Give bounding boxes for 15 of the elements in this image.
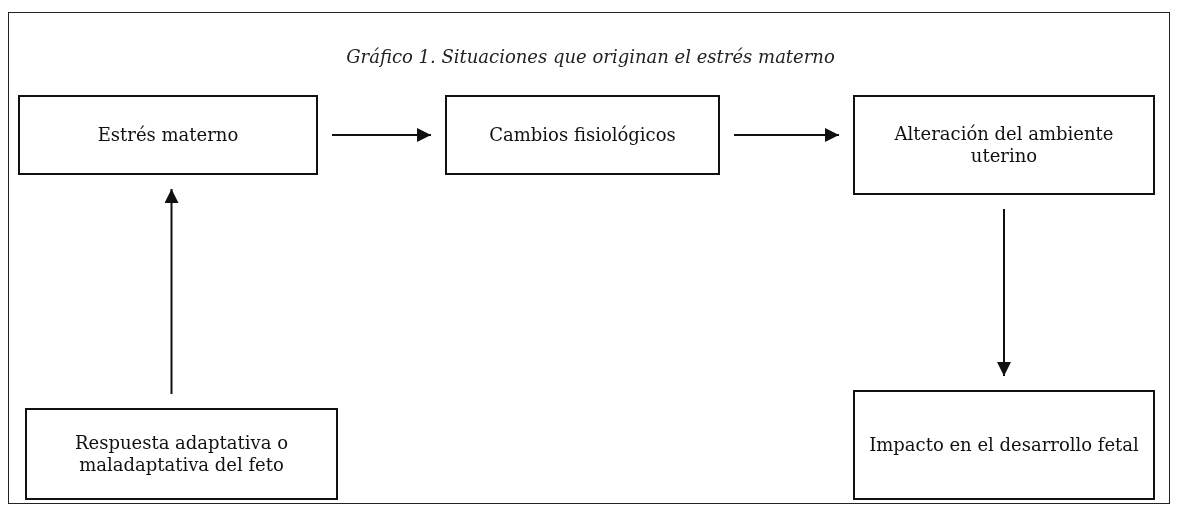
box-label: Respuesta adaptativa o maladaptativa del feto bbox=[73, 432, 290, 476]
diagram-title: Gráfico 1. Situaciones que originan el estrés materno bbox=[345, 46, 836, 67]
box-label: Impacto en el desarrollo fetal bbox=[869, 434, 1139, 456]
arrow bbox=[331, 128, 432, 142]
process-box bbox=[853, 95, 1155, 195]
box-label: Cambios fisiológicos bbox=[489, 124, 676, 146]
box-label: Estrés materno bbox=[97, 124, 239, 146]
arrow bbox=[733, 128, 840, 142]
process-box bbox=[445, 95, 720, 175]
arrow bbox=[164, 188, 179, 395]
process-box bbox=[853, 390, 1155, 500]
arrow bbox=[997, 208, 1011, 377]
process-box bbox=[25, 408, 338, 500]
box-label: Alteración del ambiente uterino bbox=[893, 123, 1115, 167]
process-box bbox=[18, 95, 318, 175]
